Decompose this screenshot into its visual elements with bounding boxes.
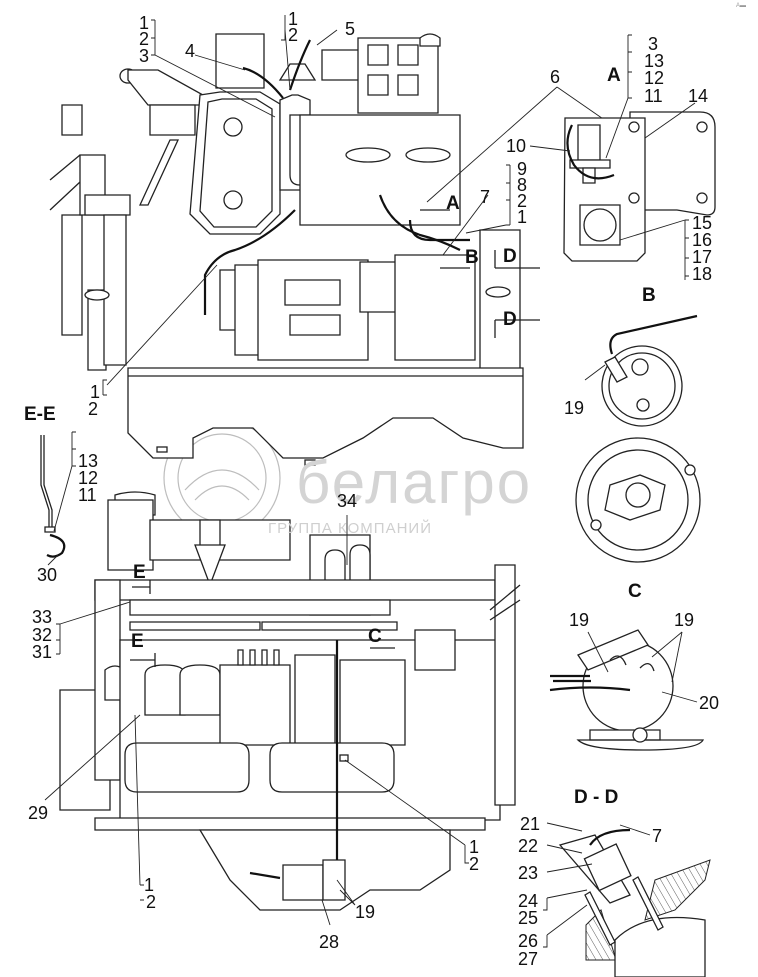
callout-3: 3 — [648, 34, 659, 54]
callout-10: 10 — [506, 136, 527, 156]
callout-34: 34 — [337, 491, 358, 511]
callout-2: 2 — [88, 399, 99, 419]
callout-22: 22 — [518, 836, 539, 856]
callout-17: 17 — [692, 247, 713, 267]
callout-21: 21 — [520, 814, 541, 834]
callout-23: 23 — [518, 863, 539, 883]
callout-18: 18 — [692, 264, 713, 284]
callout-1: 1 — [469, 837, 480, 857]
callout-13: 13 — [644, 51, 665, 71]
view-c-title: C — [628, 581, 642, 602]
callout-12: 12 — [78, 468, 99, 488]
section-mark-d-lower: D — [503, 309, 517, 330]
callout-19: 19 — [564, 398, 585, 418]
callout-2: 2 — [288, 25, 299, 45]
callout-27: 27 — [518, 949, 539, 969]
watermark-brand-text: белагро — [296, 449, 533, 516]
view-b-detail — [575, 314, 701, 563]
callout-16: 16 — [692, 230, 713, 250]
callout-2: 2 — [146, 892, 157, 912]
callout-7: 7 — [480, 187, 491, 207]
callout-2: 2 — [139, 29, 150, 49]
section-mark-b: B — [465, 247, 479, 268]
view-ee-detail — [40, 431, 76, 566]
section-mark-e-lower: E — [131, 631, 144, 652]
callout-28: 28 — [319, 932, 340, 952]
callout-5: 5 — [345, 19, 356, 39]
callout-14: 14 — [688, 86, 709, 106]
bottom-engine-view — [59, 491, 521, 911]
view-dd-detail — [543, 822, 711, 977]
callout-29: 29 — [28, 803, 49, 823]
callout-3: 3 — [139, 46, 150, 66]
callout-1: 1 — [517, 207, 528, 227]
callout-4: 4 — [185, 41, 196, 61]
view-a-title: A — [607, 65, 621, 86]
leader-lines-top — [102, 15, 623, 396]
callout-19: 19 — [355, 902, 376, 922]
callout-1: 1 — [144, 875, 155, 895]
view-c-detail — [549, 629, 705, 751]
callout-19: 19 — [569, 610, 590, 630]
callout-15: 15 — [692, 213, 713, 233]
callout-24: 24 — [518, 891, 539, 911]
corner-mark: А▬ — [736, 3, 747, 9]
callout-30: 30 — [37, 565, 58, 585]
callout-31: 31 — [32, 642, 53, 662]
callout-25: 25 — [518, 908, 539, 928]
callout-13: 13 — [78, 451, 99, 471]
callout-20: 20 — [699, 693, 720, 713]
top-engine-view — [49, 33, 540, 466]
callout-26: 26 — [518, 931, 539, 951]
section-mark-a: A — [446, 193, 460, 214]
leader-lines-bottom — [44, 515, 469, 926]
view-dd-title: D - D — [574, 787, 619, 808]
callout-9: 9 — [517, 159, 528, 179]
callout-2: 2 — [469, 854, 480, 874]
section-mark-e-upper: E — [133, 562, 146, 583]
callout-1: 1 — [288, 9, 299, 29]
callout-8: 8 — [517, 175, 528, 195]
callout-7: 7 — [652, 826, 663, 846]
watermark-subtitle-text: ГРУППА КОМПАНИЙ — [268, 520, 432, 537]
callout-11: 11 — [644, 86, 663, 106]
view-b-title: B — [642, 285, 656, 306]
callout-1: 1 — [139, 13, 150, 33]
view-a-detail — [529, 34, 716, 280]
callout-6: 6 — [550, 67, 561, 87]
callout-12: 12 — [644, 68, 665, 88]
callout-11: 11 — [78, 485, 97, 505]
section-mark-d-upper: D — [503, 246, 517, 267]
callout-2: 2 — [517, 191, 528, 211]
section-mark-c: C — [368, 626, 382, 647]
callout-1: 1 — [90, 382, 101, 402]
view-ee-title: E-E — [24, 404, 56, 425]
callout-19: 19 — [674, 610, 695, 630]
callout-33: 33 — [32, 607, 53, 627]
callout-32: 32 — [32, 625, 53, 645]
